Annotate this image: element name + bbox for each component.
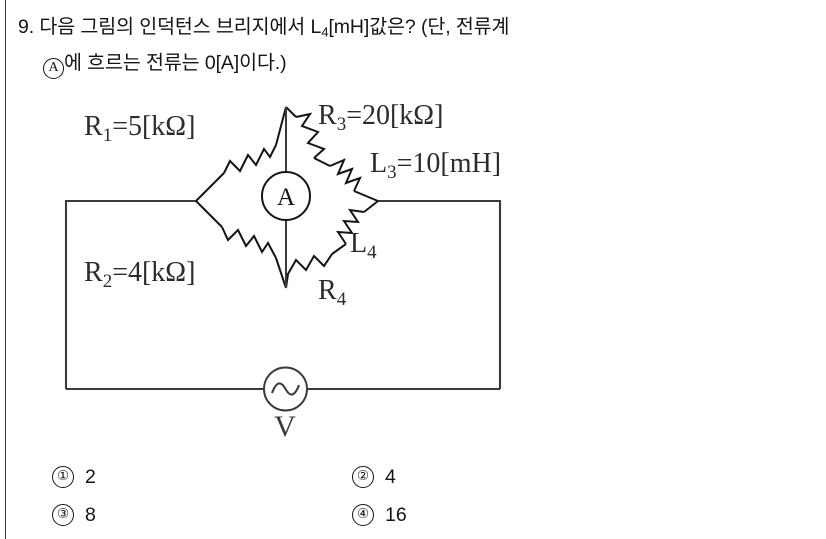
answer-choices: ① 2 ② 4 ③ 8 ④ 16 bbox=[52, 458, 752, 534]
label-r1-sub: 1 bbox=[103, 125, 113, 146]
label-r3: R3=20[kΩ] bbox=[318, 100, 443, 135]
label-l3-base: L bbox=[370, 148, 387, 179]
choice-marker-4: ④ bbox=[352, 504, 374, 526]
choice-value-4: 16 bbox=[385, 503, 407, 526]
label-l3-rest: =10[mH] bbox=[397, 148, 501, 179]
bridge-arm-l4-r4 bbox=[285, 200, 379, 289]
question-text-part-3: 에 흐르는 전류는 0[A]이다.) bbox=[64, 51, 287, 74]
question-text-part-1: 다음 그림의 인덕턴스 브리지에서 L bbox=[39, 16, 322, 38]
wire-r1-upper bbox=[275, 106, 287, 146]
label-r3-rest: =20[kΩ] bbox=[346, 100, 443, 131]
wire-l4-r4-link bbox=[331, 243, 347, 255]
choice-option-2[interactable]: ② 4 bbox=[352, 466, 652, 489]
label-l4-sub: 4 bbox=[367, 242, 377, 263]
bridge-arm-r1 bbox=[195, 106, 287, 202]
choice-value-3: 8 bbox=[85, 503, 96, 526]
question-number: 9. bbox=[18, 16, 35, 38]
choice-row-1: ① 2 ② 4 bbox=[52, 458, 752, 496]
question-line-1: 9. 다음 그림의 인덕턴스 브리지에서 L4[mH]값은? (단, 전류계 bbox=[18, 12, 808, 48]
choice-option-3[interactable]: ③ 8 bbox=[52, 504, 352, 527]
label-r2-sub: 2 bbox=[103, 271, 113, 292]
wire-r1-lower bbox=[195, 172, 225, 202]
choice-marker-3: ③ bbox=[52, 504, 74, 526]
resistor-r4-zigzag bbox=[285, 253, 333, 276]
wire-r3-top bbox=[285, 106, 297, 118]
source-label: V bbox=[274, 410, 296, 443]
label-r1: R1=5[kΩ] bbox=[84, 111, 195, 146]
label-r1-rest: =5[kΩ] bbox=[112, 111, 195, 142]
choice-option-1[interactable]: ① 2 bbox=[52, 466, 352, 489]
label-r4-base: R bbox=[318, 275, 337, 306]
wire-r2-upper bbox=[195, 200, 223, 228]
resistor-r3-zigzag bbox=[295, 112, 326, 159]
label-l4: L4 bbox=[350, 228, 377, 263]
label-r3-sub: 3 bbox=[337, 114, 347, 135]
label-l3-sub: 3 bbox=[387, 162, 397, 183]
page-left-border bbox=[5, 0, 6, 539]
ammeter-circle bbox=[261, 171, 311, 221]
label-l4-base: L bbox=[350, 228, 367, 259]
choice-marker-2: ② bbox=[352, 466, 374, 488]
circuit-figure: A V R1=5[kΩ] R3=20[kΩ] L3=10[mH] R2=4[kΩ… bbox=[0, 88, 826, 448]
label-l3: L3=10[mH] bbox=[370, 148, 501, 183]
choice-value-1: 2 bbox=[85, 465, 96, 488]
label-r2: R2=4[kΩ] bbox=[84, 257, 195, 292]
label-r3-base: R bbox=[318, 100, 337, 131]
question-block: 9. 다음 그림의 인덕턴스 브리지에서 L4[mH]값은? (단, 전류계 A… bbox=[18, 12, 808, 79]
question-text-part-2: [mH]값은? (단, 전류계 bbox=[328, 16, 510, 38]
label-r4: R4 bbox=[318, 275, 347, 310]
choice-row-2: ③ 8 ④ 16 bbox=[52, 496, 752, 534]
ammeter-label: A bbox=[277, 184, 295, 211]
ammeter-inline-icon: A bbox=[43, 57, 64, 79]
label-r2-base: R bbox=[84, 257, 103, 288]
bridge-arm-r3-l3 bbox=[285, 106, 379, 202]
ac-source-sine-icon bbox=[271, 382, 300, 396]
outer-loop-wires bbox=[64, 199, 502, 391]
label-r4-sub: 4 bbox=[337, 289, 347, 310]
wire-r2-lower bbox=[275, 257, 287, 289]
wire-l3-bottom bbox=[353, 190, 379, 202]
inductor-l4-coil bbox=[336, 208, 365, 245]
inductor-l3-coil bbox=[329, 158, 362, 192]
wire-r3-l3-link bbox=[313, 157, 331, 167]
label-r2-rest: =4[kΩ] bbox=[112, 257, 195, 288]
resistor-r2-zigzag bbox=[221, 226, 277, 259]
question-subscript-1: 4 bbox=[321, 24, 329, 40]
label-r1-base: R bbox=[84, 111, 103, 142]
resistor-r1-zigzag bbox=[223, 144, 277, 174]
bridge-arm-r2 bbox=[195, 200, 287, 289]
choice-value-2: 4 bbox=[385, 465, 396, 488]
wire-l4-top bbox=[363, 200, 379, 213]
choice-option-4[interactable]: ④ 16 bbox=[352, 504, 652, 527]
choice-marker-1: ① bbox=[52, 466, 74, 488]
